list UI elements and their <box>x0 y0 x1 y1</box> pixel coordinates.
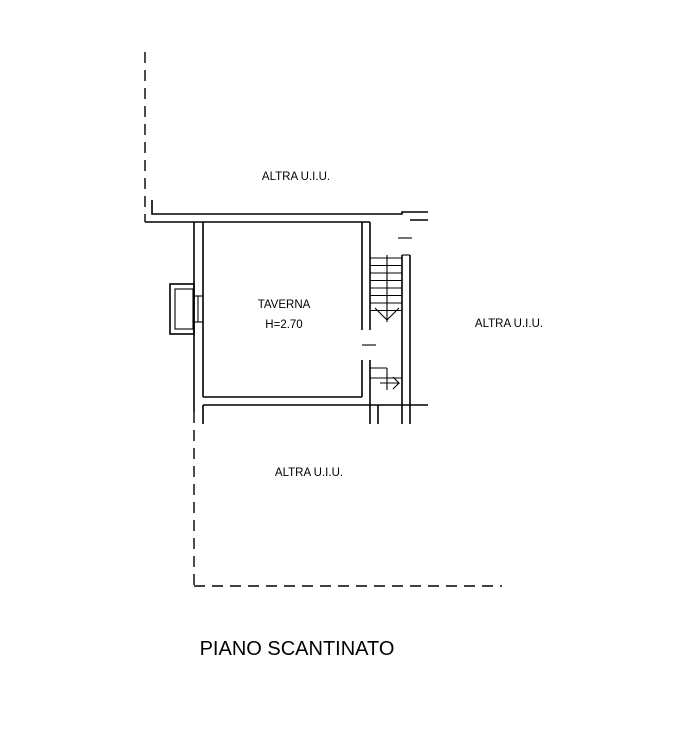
stair-arrow-upper <box>374 307 400 321</box>
label-unit-bottom: ALTRA U.I.U. <box>275 467 343 479</box>
light-well-inner <box>174 288 194 330</box>
plan-title: PIANO SCANTINATO <box>200 638 395 660</box>
window-light-well <box>169 283 203 335</box>
stair-arrow-lower <box>380 376 401 390</box>
staircase <box>370 255 402 390</box>
property-boundary-lines <box>144 52 502 587</box>
light-well-outer <box>169 283 195 335</box>
label-unit-right: ALTRA U.I.U. <box>475 318 543 330</box>
label-room-name: TAVERNA <box>258 299 311 311</box>
walls <box>145 200 428 424</box>
wall-top-outer <box>151 200 428 215</box>
label-unit-top: ALTRA U.I.U. <box>262 171 330 183</box>
label-room-height: H=2.70 <box>265 319 302 331</box>
